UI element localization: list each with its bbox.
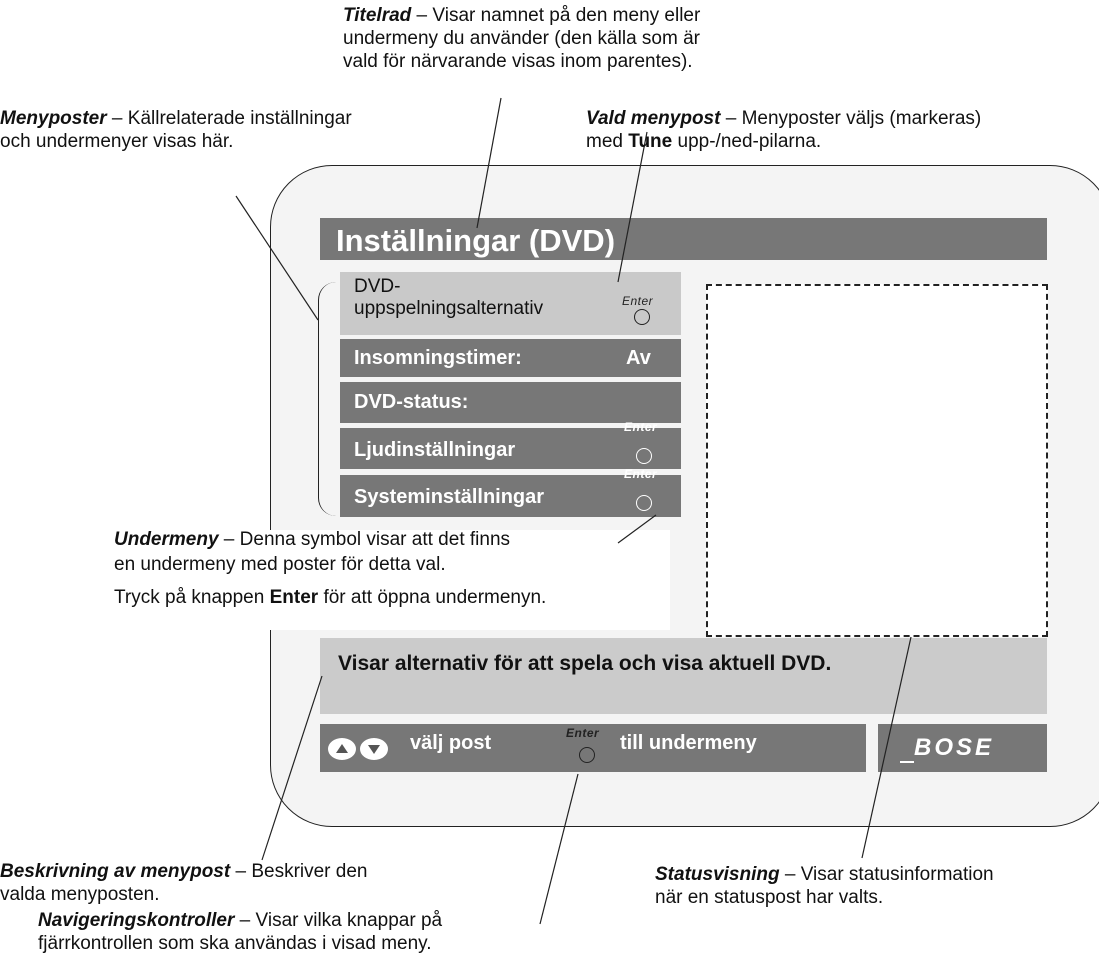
bose-logo-bar: BOSE — [878, 724, 1047, 772]
select-item-label: välj post — [410, 732, 492, 754]
leader-line-titelrad — [476, 97, 502, 229]
annotation-text: – Visar vilka knappar på — [234, 910, 443, 931]
leader-line-menyposter — [235, 195, 319, 321]
status-display-area — [706, 284, 1048, 637]
menu-item-label: Insomningstimer: — [354, 347, 522, 369]
annotation-beskrivning: Beskrivning av menypost – Beskriver den … — [0, 860, 368, 906]
annotation-titelrad: Titelrad – Visar namnet på den meny elle… — [343, 4, 700, 73]
arrow-buttons-icon — [328, 738, 388, 760]
annotation-text: fjärrkontrollen som ska användas i visad… — [38, 933, 432, 954]
annotation-text: – Beskriver den — [230, 861, 368, 882]
annotation-text: när en statuspost har valts. — [655, 887, 884, 908]
annotation-text: med — [586, 131, 629, 152]
leader-line-vald — [617, 131, 648, 283]
menu-item-dvd-status[interactable]: DVD-status: — [340, 382, 681, 423]
menu-item-label: Ljudinställningar — [354, 439, 516, 461]
annotation-backdrop — [110, 530, 670, 630]
menu-item-label-line1: DVD- — [354, 276, 401, 297]
menu-item-value: Av — [626, 347, 651, 369]
enter-button-icon — [579, 747, 595, 763]
annotation-text: – Denna symbol visar att det finns — [218, 529, 511, 550]
annotation-text: en undermeny med poster för detta val. — [114, 554, 446, 575]
annotation-statusvisning: Statusvisning – Visar statusinformation … — [655, 863, 994, 909]
annotation-text: – Menyposter väljs (markeras) — [720, 108, 982, 129]
annotation-term: Navigeringskontroller — [38, 910, 235, 931]
menu-item-label: DVD-status: — [354, 391, 469, 413]
annotation-term: Beskrivning av menypost — [0, 861, 231, 882]
menu-item-dvd-playback[interactable]: DVD- uppspelningsalternativ Enter — [340, 272, 681, 335]
menu-item-system-settings[interactable]: Systeminställningar Enter — [340, 467, 681, 517]
annotation-term: Undermeny — [114, 529, 219, 550]
annotation-menyposter: Menyposter – Källrelaterade inställninga… — [0, 107, 352, 153]
annotation-term: Menyposter — [0, 108, 107, 129]
annotation-text: valda menyposten. — [0, 884, 160, 905]
logo-underline — [900, 761, 914, 763]
enter-icon-label: Enter — [566, 726, 600, 740]
menu-item-label-line2: uppspelningsalternativ — [354, 298, 544, 319]
annotation-text: Tryck på knappen — [114, 587, 270, 608]
bose-logo: BOSE — [914, 734, 995, 761]
menu-item-description: Visar alternativ för att spela och visa … — [320, 638, 1047, 714]
enter-button-icon — [634, 309, 650, 325]
annotation-text: vald för närvarande visas inom parentes)… — [343, 51, 693, 72]
annotation-bold: Tune — [628, 131, 673, 152]
enter-icon-label: Enter — [624, 420, 658, 434]
menu-items-bracket — [318, 282, 337, 516]
annotation-text: och undermenyer visas här. — [0, 131, 234, 152]
leader-line-undermeny — [617, 514, 657, 544]
menu-title-bar: Inställningar (DVD) — [320, 218, 1047, 260]
leader-line-statusvisning — [861, 636, 912, 859]
enter-icon-label: Enter — [622, 294, 654, 308]
annotation-term: Statusvisning — [655, 864, 780, 885]
enter-icon-label: Enter — [624, 467, 658, 481]
annotation-term: Vald menypost — [586, 108, 721, 129]
annotation-navigering: Navigeringskontroller – Visar vilka knap… — [38, 909, 442, 955]
menu-item-label: Systeminställningar — [354, 486, 545, 508]
submenu-label: till undermeny — [620, 732, 757, 754]
leader-line-beskrivning — [261, 675, 323, 861]
annotation-text: – Källrelaterade inställningar — [106, 108, 352, 129]
annotation-vald-menypost: Vald menypost – Menyposter väljs (marker… — [586, 107, 981, 153]
navigation-bar: välj post Enter till undermeny — [320, 724, 866, 772]
annotation-text: upp-/ned-pilarna. — [672, 131, 822, 152]
annotation-text: undermeny du använder (den källa som är — [343, 28, 700, 49]
menu-item-audio-settings[interactable]: Ljudinställningar Enter — [340, 420, 681, 469]
annotation-text: – Visar statusinformation — [779, 864, 994, 885]
enter-button-icon — [636, 495, 652, 511]
menu-item-sleep-timer[interactable]: Insomningstimer: Av — [340, 339, 681, 377]
annotation-text: – Visar namnet på den meny eller — [411, 5, 701, 26]
annotation-bold: Enter — [269, 587, 319, 608]
annotation-text: för att öppna undermenyn. — [318, 587, 547, 608]
leader-line-navigering — [539, 773, 579, 925]
enter-button-icon — [636, 448, 652, 464]
annotation-undermeny: Undermeny – Denna symbol visar att det f… — [114, 527, 546, 610]
annotation-term: Titelrad — [343, 5, 412, 26]
